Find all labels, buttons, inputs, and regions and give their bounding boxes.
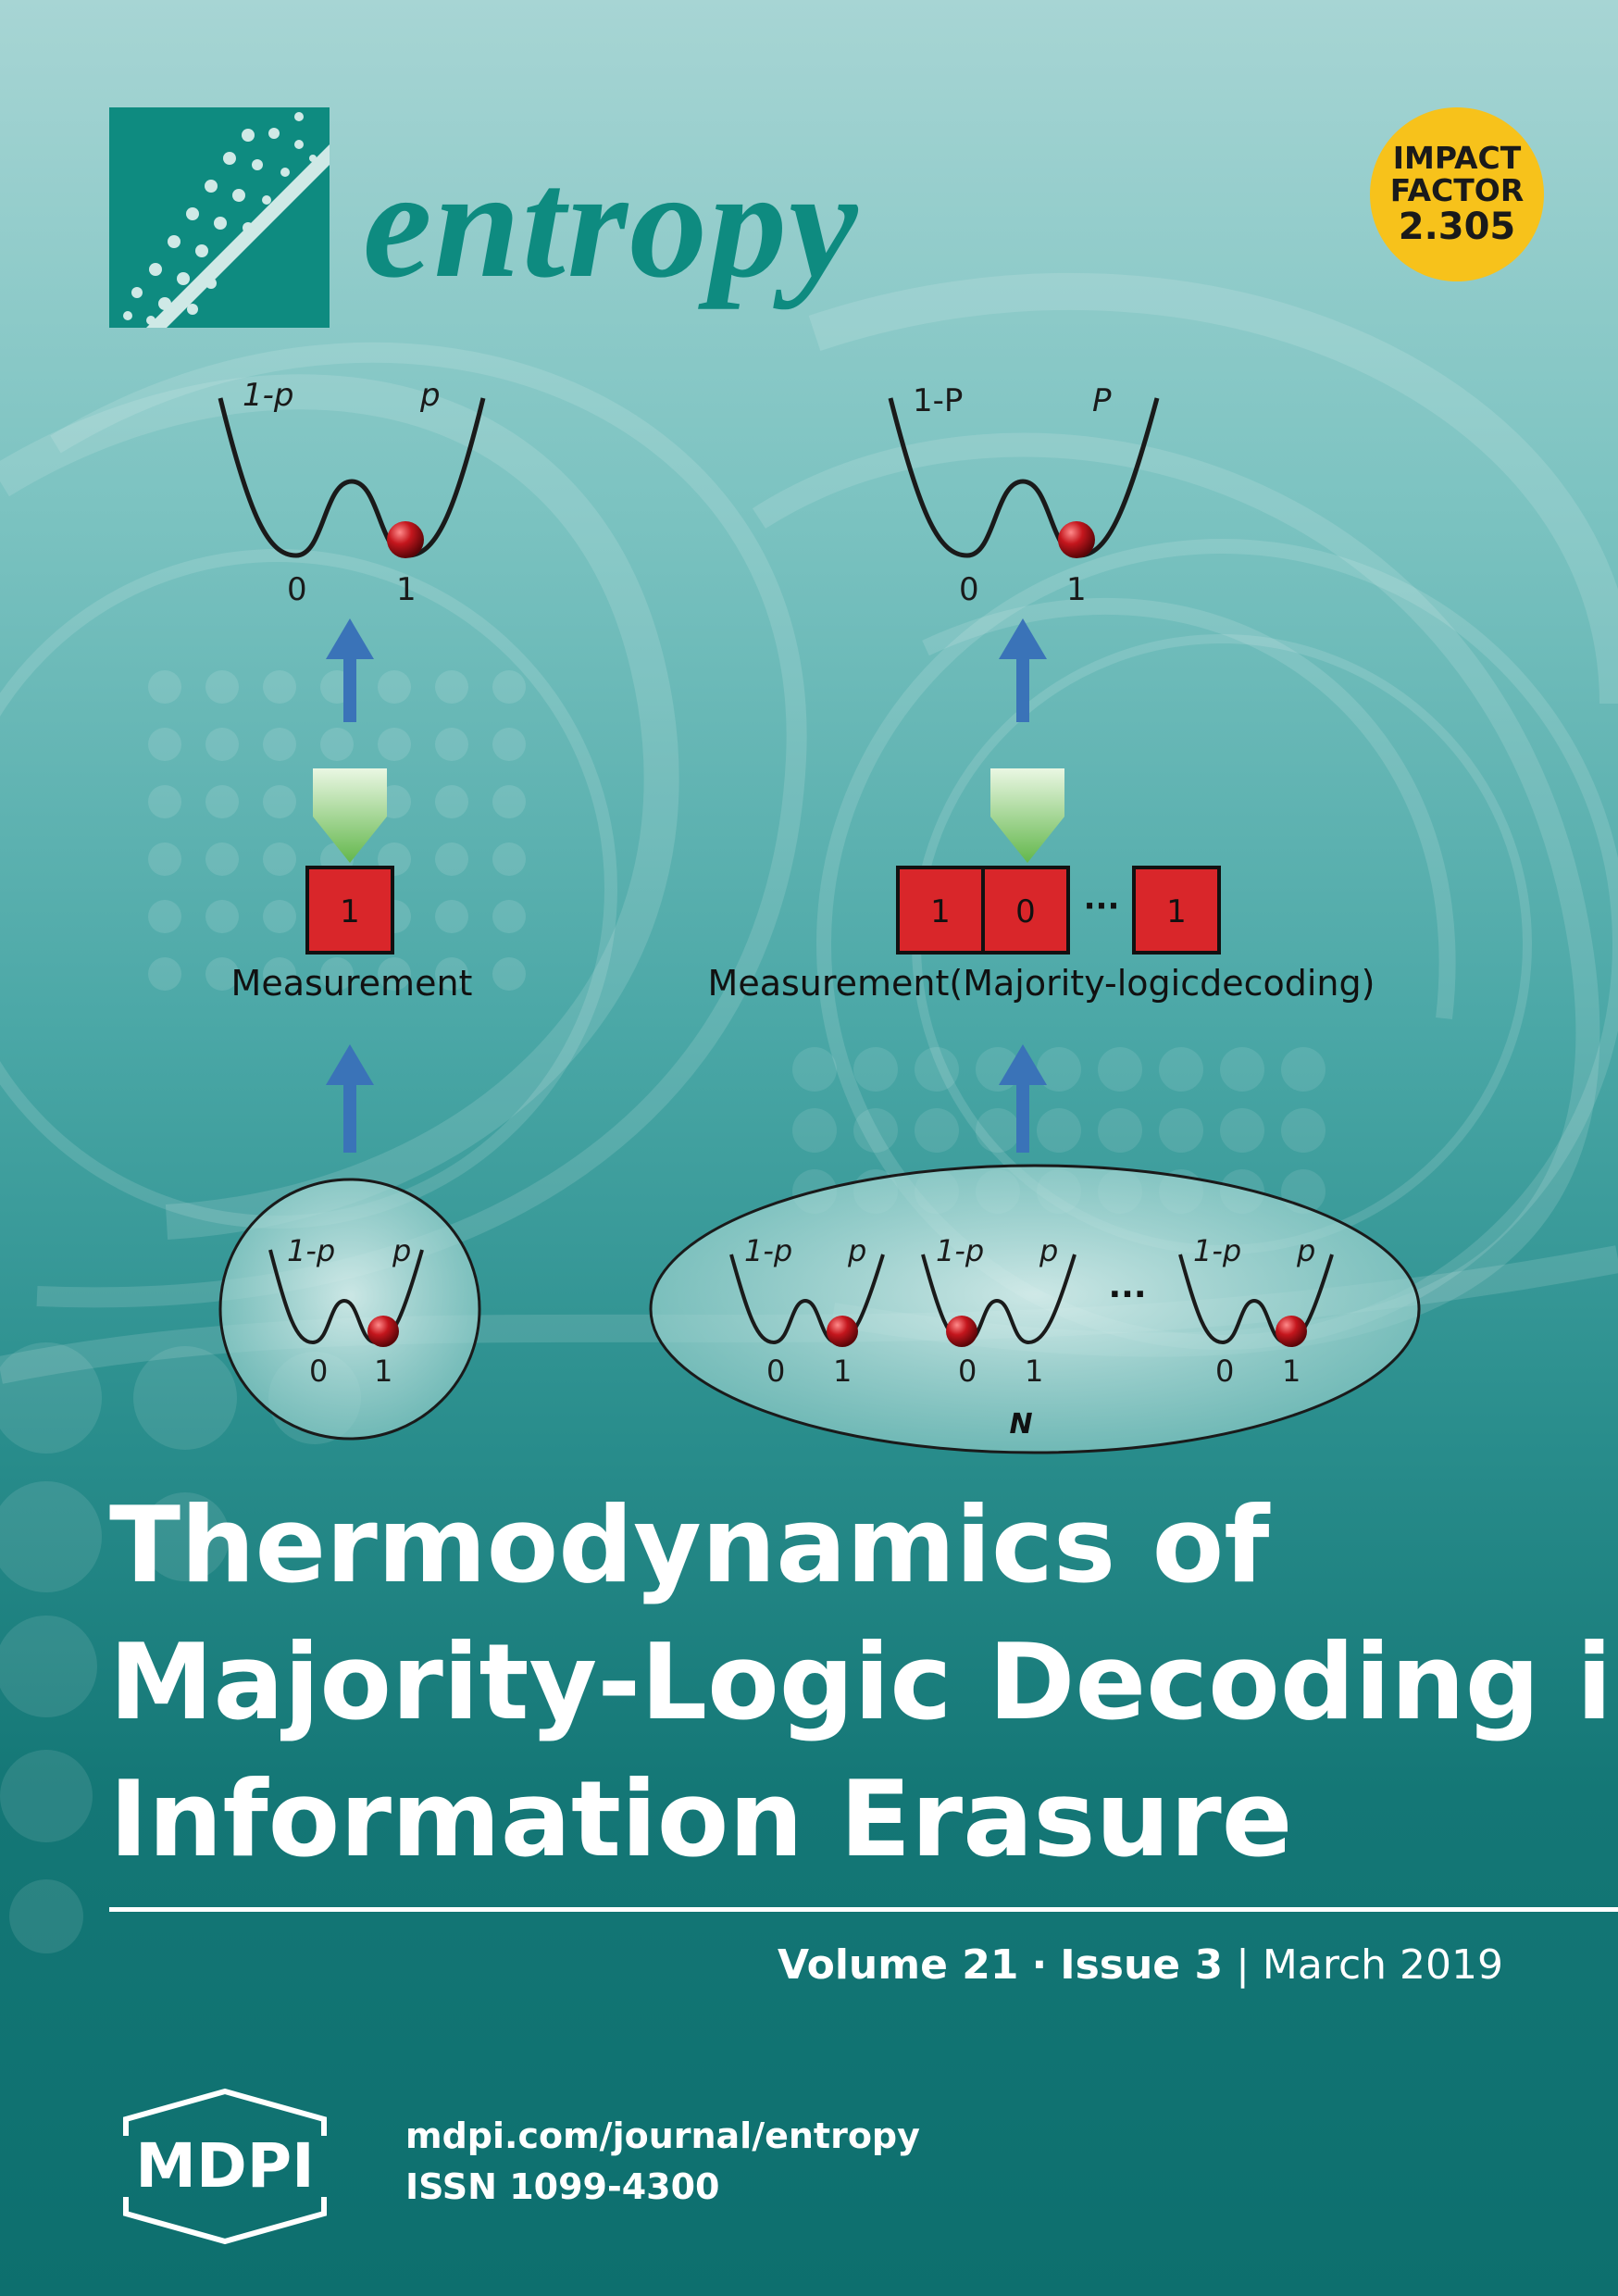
single-measurement-panel: 1-p p 0 1 1 Measurement 1-p p 0 1 (218, 377, 486, 1441)
state-0-label: 0 (1215, 1354, 1234, 1389)
majority-measurement-caption: Measurement(Majority-logicdecoding) (708, 963, 1375, 1004)
register-bit-value: 1 (930, 893, 951, 930)
register-bit (305, 866, 394, 955)
article-title: Thermodynamics of Majority-Logic Decodin… (109, 1477, 1618, 1888)
state-1-label: 1 (396, 571, 417, 608)
measurement-pointer-icon (990, 768, 1064, 863)
journal-url[interactable]: mdpi.com/journal/entropy (405, 2115, 920, 2156)
left-prob-label: 1-p (744, 1233, 792, 1268)
register-ellipsis: ··· (1084, 888, 1120, 925)
state-0-label: 0 (958, 1354, 977, 1389)
register-bit-value: 1 (1166, 893, 1187, 930)
ensemble-size-label: N (1009, 1408, 1032, 1441)
arrow-up-icon (326, 1044, 374, 1153)
arrow-up-icon (999, 1044, 1047, 1153)
measurement-caption: Measurement (231, 963, 473, 1004)
right-prob-label: p (1039, 1233, 1058, 1268)
particle-ball (946, 1316, 977, 1347)
state-0-label: 0 (766, 1354, 785, 1389)
impact-factor-badge: IMPACT FACTOR 2.305 (1370, 107, 1544, 281)
issue-separator: · (1031, 1941, 1048, 1989)
right-prob-label: p (847, 1233, 866, 1268)
particle-ball (1276, 1316, 1307, 1347)
title-line: Thermodynamics of (109, 1484, 1270, 1606)
ensemble-wells: 1-p p 0 1 1-p p 0 1 1-p p 0 1 (729, 1233, 1334, 1389)
issue-number: Issue 3 (1060, 1941, 1224, 1989)
register-bit (1132, 866, 1221, 955)
left-prob-label: 1-p (287, 1233, 335, 1268)
double-well-potential (218, 397, 486, 558)
register-bit-value: 0 (1015, 893, 1036, 930)
issue-info: Volume 21 · Issue 3 | March 2019 (778, 1941, 1503, 1989)
left-prob-label: 1-p (936, 1233, 984, 1268)
register-bit-value: 1 (340, 893, 360, 930)
arrow-up-icon (326, 618, 374, 722)
issn-number: ISSN 1099-4300 (405, 2166, 720, 2207)
right-prob-label: P (1092, 382, 1112, 419)
state-0-label: 0 (287, 571, 307, 608)
ensemble-double-well: 1-p p 0 1 (921, 1233, 1077, 1389)
divider-rule (109, 1907, 1618, 1912)
state-1-label: 1 (1025, 1354, 1043, 1389)
issue-divider: | (1236, 1941, 1250, 1989)
measurement-pointer-icon (313, 768, 387, 863)
register-bit (981, 866, 1070, 955)
ensemble-bubble (649, 1164, 1421, 1454)
journal-name: entropy (363, 138, 860, 310)
issue-date: March 2019 (1262, 1941, 1503, 1989)
right-prob-label: p (392, 1233, 411, 1268)
entropy-logo-icon (109, 107, 330, 328)
impact-label-line1: IMPACT (1392, 140, 1522, 177)
ensemble-double-well: 1-p p 0 1 (729, 1233, 885, 1389)
impact-label-line2: FACTOR (1389, 172, 1525, 208)
particle-ball (1058, 521, 1095, 558)
state-1-label: 1 (1066, 571, 1087, 608)
mdpi-logo-icon: MDPI (123, 2088, 327, 2245)
state-1-label: 1 (1282, 1354, 1301, 1389)
single-system-bubble (218, 1178, 481, 1441)
particle-ball (827, 1316, 858, 1347)
state-0-label: 0 (309, 1354, 328, 1389)
title-line: Information Erasure (109, 1758, 1293, 1880)
right-prob-label: p (419, 377, 441, 414)
impact-factor-value: 2.305 (1398, 205, 1516, 248)
right-prob-label: p (1296, 1233, 1315, 1268)
left-prob-label: 1-P (913, 382, 963, 419)
mdpi-wordmark: MDPI (135, 2130, 314, 2202)
majority-measurement-panel: 1-P P 0 1 1 0 1 ··· Measurement(Majority… (649, 382, 1421, 1454)
state-1-label: 1 (374, 1354, 392, 1389)
state-0-label: 0 (959, 571, 979, 608)
state-1-label: 1 (833, 1354, 852, 1389)
arrow-up-icon (999, 618, 1047, 722)
ensemble-ellipsis: ··· (1108, 1276, 1146, 1314)
double-well-potential (888, 397, 1160, 558)
particle-ball (367, 1316, 399, 1347)
cover-figure: 1-p p 0 1 1 Measurement 1-p p 0 1 (218, 377, 1421, 1454)
left-prob-label: 1-p (243, 377, 293, 414)
left-prob-label: 1-p (1193, 1233, 1241, 1268)
volume-number: Volume 21 (777, 1941, 1019, 1989)
title-line: Majority-Logic Decoding in (109, 1621, 1618, 1743)
particle-ball (387, 521, 424, 558)
ensemble-double-well: 1-p p 0 1 (1178, 1233, 1334, 1389)
